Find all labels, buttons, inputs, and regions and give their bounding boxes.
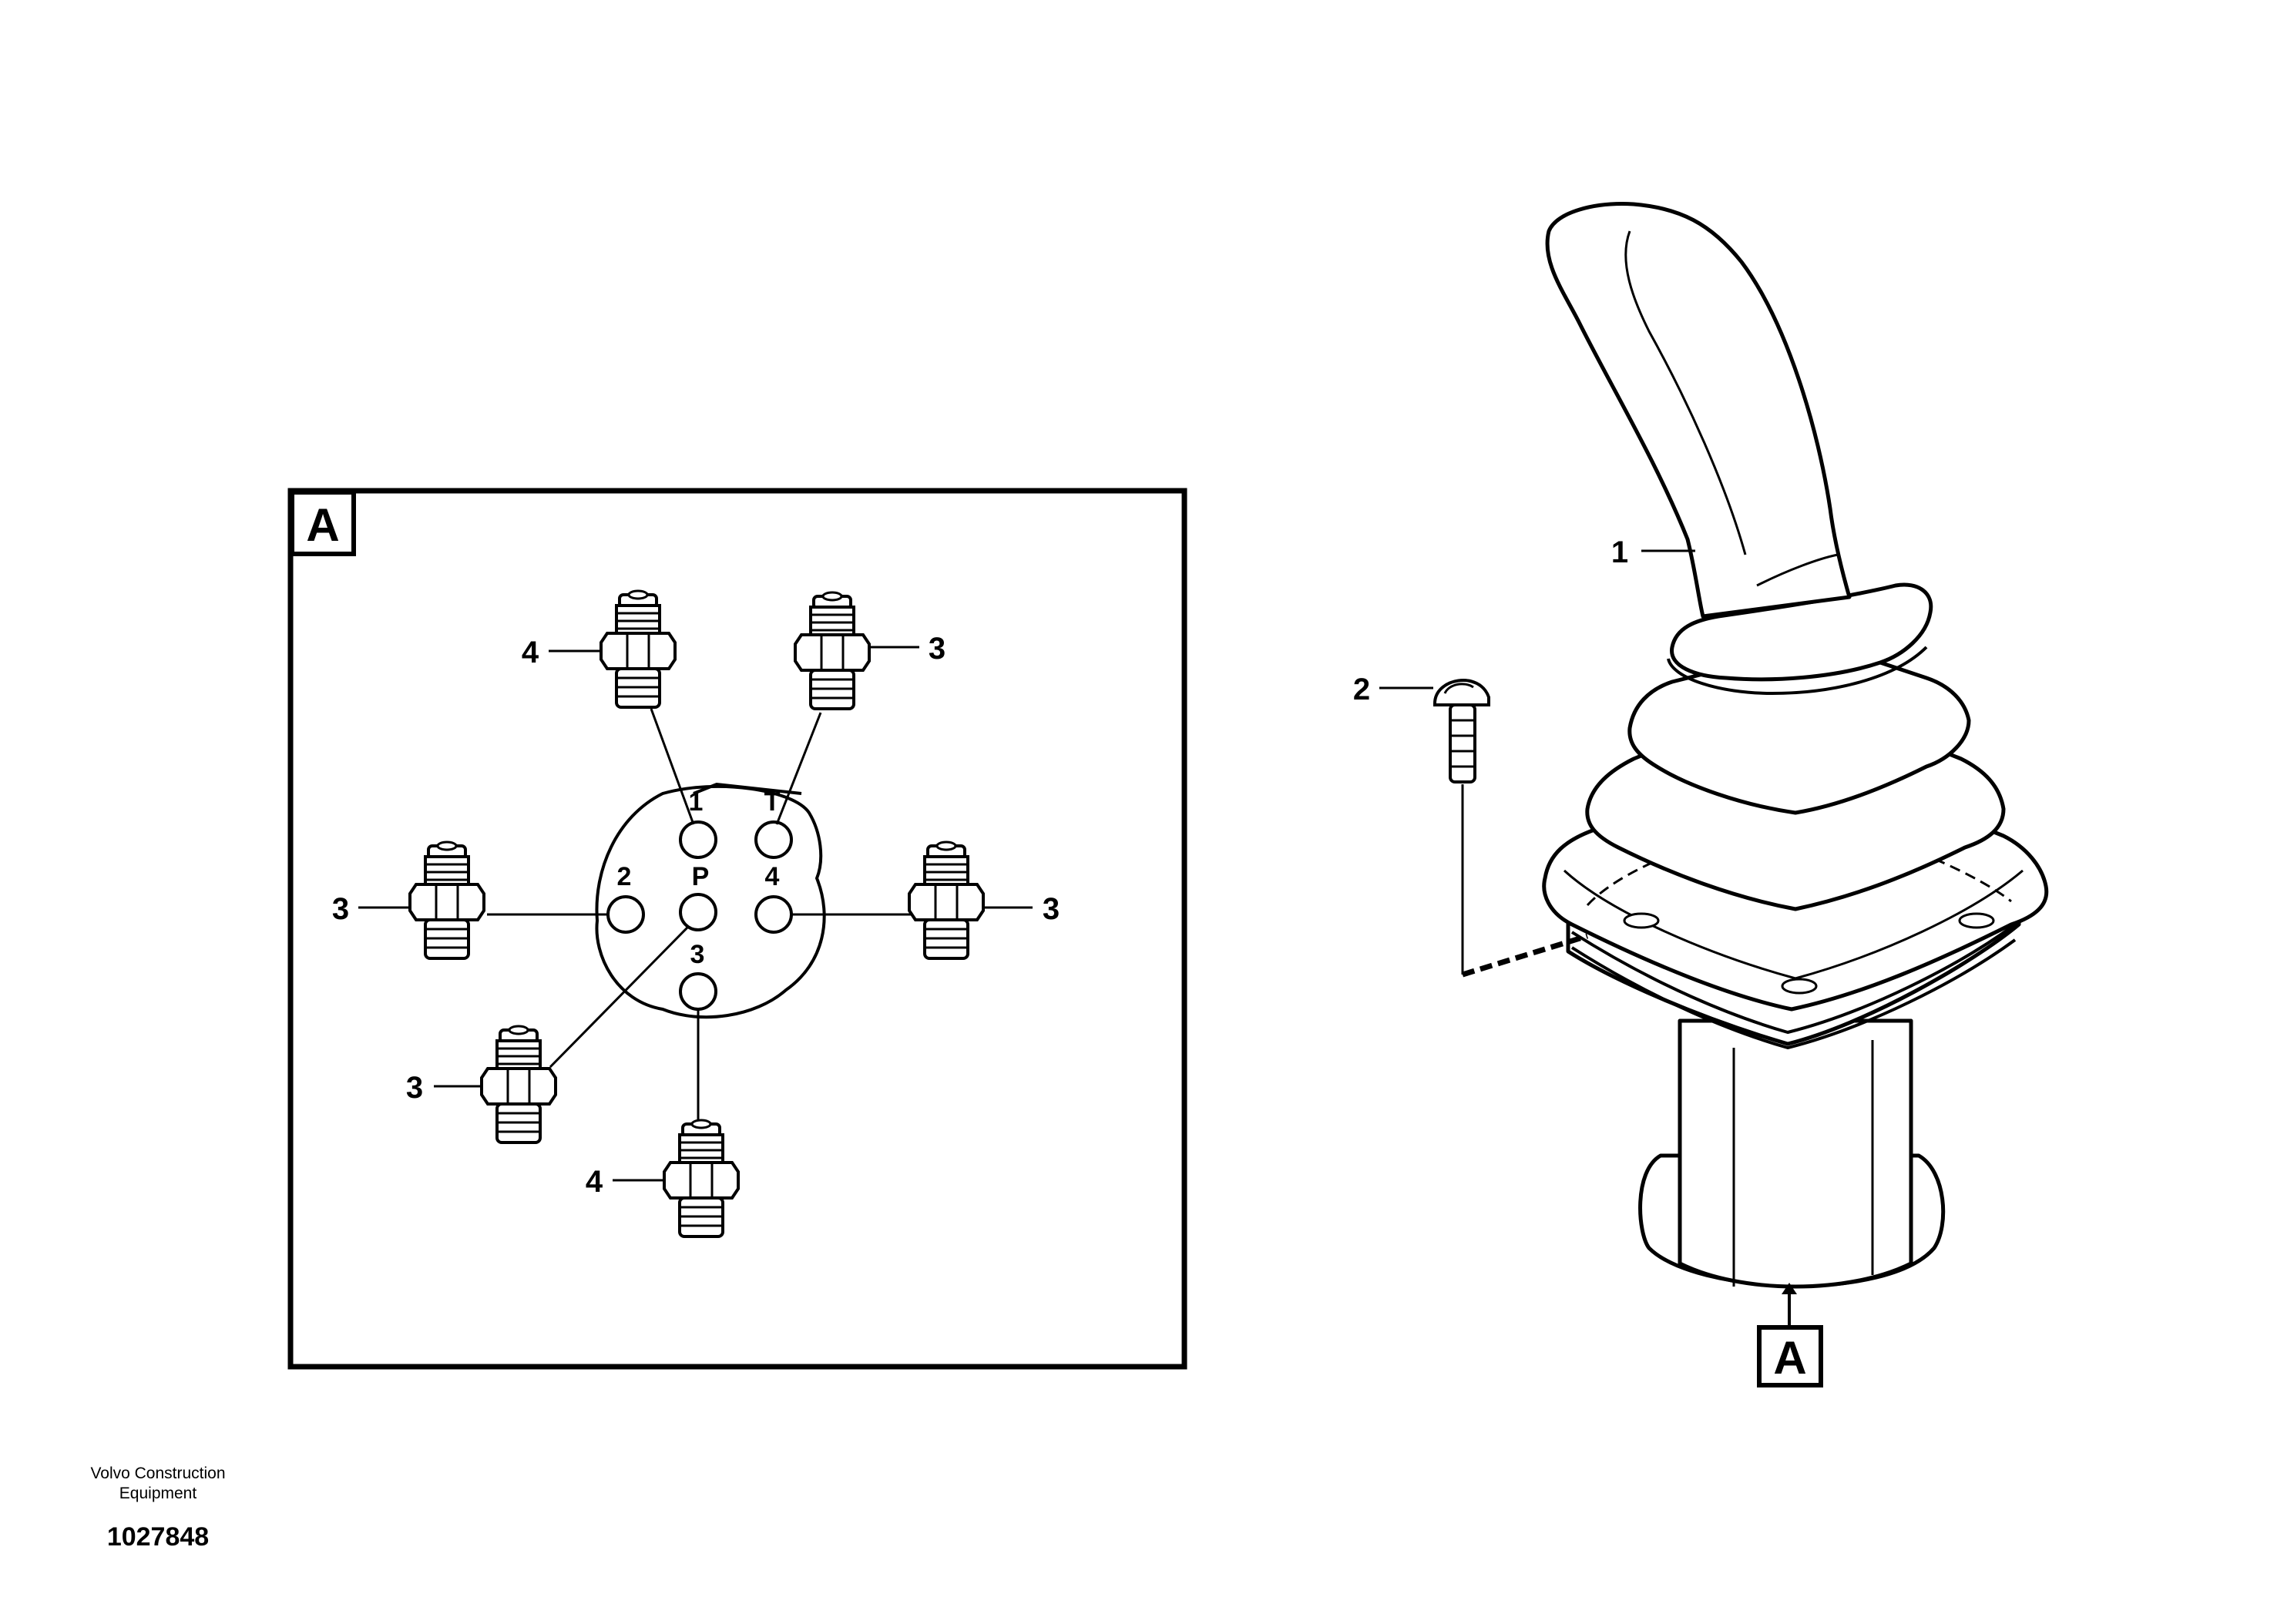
port-4 [754, 895, 793, 934]
detail-label-box [290, 490, 356, 556]
port-2-label: 2 [617, 862, 632, 891]
joystick-lever [1542, 202, 2049, 1289]
footer: Volvo Construction Equipment 1027848 [42, 1464, 274, 1552]
bolt-hole-line [1461, 933, 1589, 978]
callout-lower-left: 3 [406, 1071, 423, 1105]
port-plate [595, 784, 826, 1019]
bolt [1433, 679, 1490, 783]
company-line-2: Equipment [119, 1485, 197, 1502]
callout-bottom: 4 [586, 1165, 603, 1199]
fitting-right [908, 841, 985, 960]
port-p-label: P [692, 862, 710, 891]
port-p [679, 893, 717, 931]
detail-label: A [306, 499, 339, 551]
drawing-number: 1027848 [106, 1522, 210, 1552]
callout-top-right: 3 [929, 632, 945, 666]
fitting-top-left [600, 589, 677, 709]
fitting-lower-left [480, 1025, 557, 1144]
callout-left: 3 [332, 892, 349, 926]
fitting-bottom [663, 1119, 740, 1238]
port-2 [606, 895, 645, 934]
port-4-label: 4 [765, 862, 780, 891]
callout-lever: 1 [1611, 535, 1628, 569]
callout-top-left: 4 [522, 636, 539, 669]
port-3-label: 3 [690, 940, 705, 969]
port-1-label: 1 [689, 787, 704, 817]
port-t [754, 820, 793, 859]
callout-right: 3 [1043, 892, 1060, 926]
port-1 [679, 820, 717, 859]
view-marker-box [1757, 1325, 1823, 1387]
detail-frame [287, 488, 1187, 1370]
port-t-label: T [764, 787, 781, 817]
view-marker-label: A [1773, 1332, 1806, 1384]
fitting-top-right [794, 591, 871, 710]
port-3 [679, 972, 717, 1011]
fitting-left [408, 841, 485, 960]
plate-notch [693, 782, 802, 795]
callout-bolt: 2 [1353, 673, 1370, 706]
company-line-1: Volvo Construction [90, 1465, 226, 1482]
